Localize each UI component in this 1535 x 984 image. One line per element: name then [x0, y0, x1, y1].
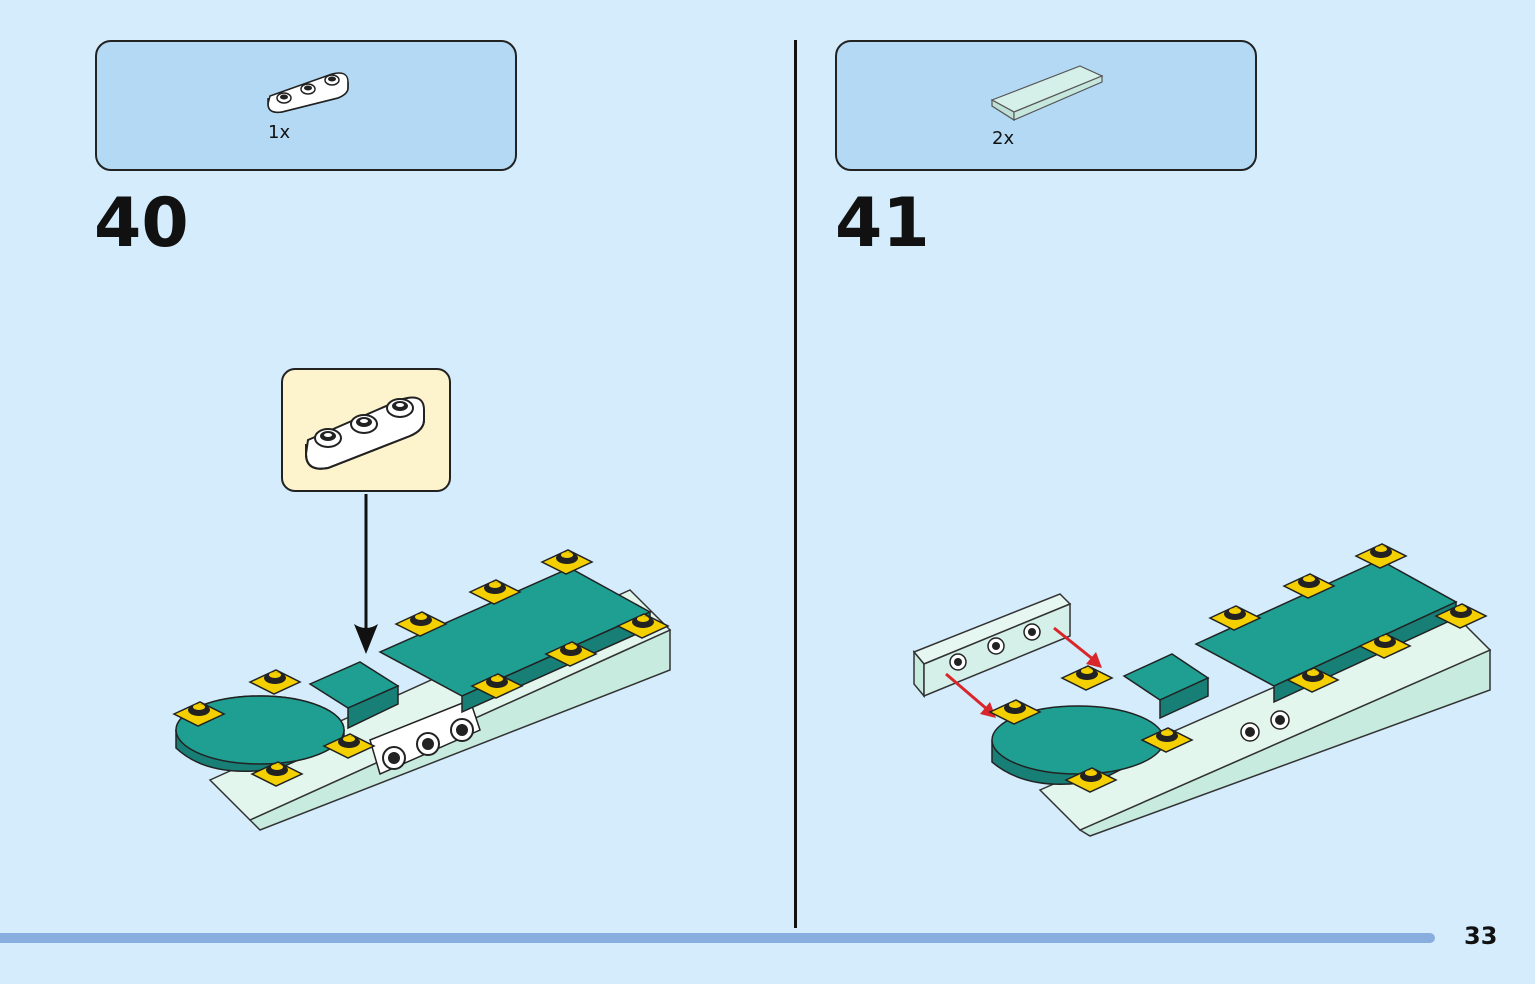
step-number-41: 41 [835, 184, 930, 263]
parts-qty-step-41: 2x [992, 128, 1015, 149]
sub-assembly-callout [281, 368, 451, 492]
white-plate-1x3-icon [267, 72, 349, 114]
page-number: 33 [1464, 922, 1498, 950]
footer-bar [0, 933, 1435, 943]
step-number-40: 40 [94, 184, 189, 263]
model-step-41 [912, 543, 1492, 837]
mint-tile-1x4-icon [990, 65, 1104, 122]
callout-white-plate-icon [304, 396, 425, 470]
page-divider [794, 40, 797, 928]
model-step-40 [172, 494, 672, 831]
parts-qty-step-40: 1x [268, 122, 291, 143]
